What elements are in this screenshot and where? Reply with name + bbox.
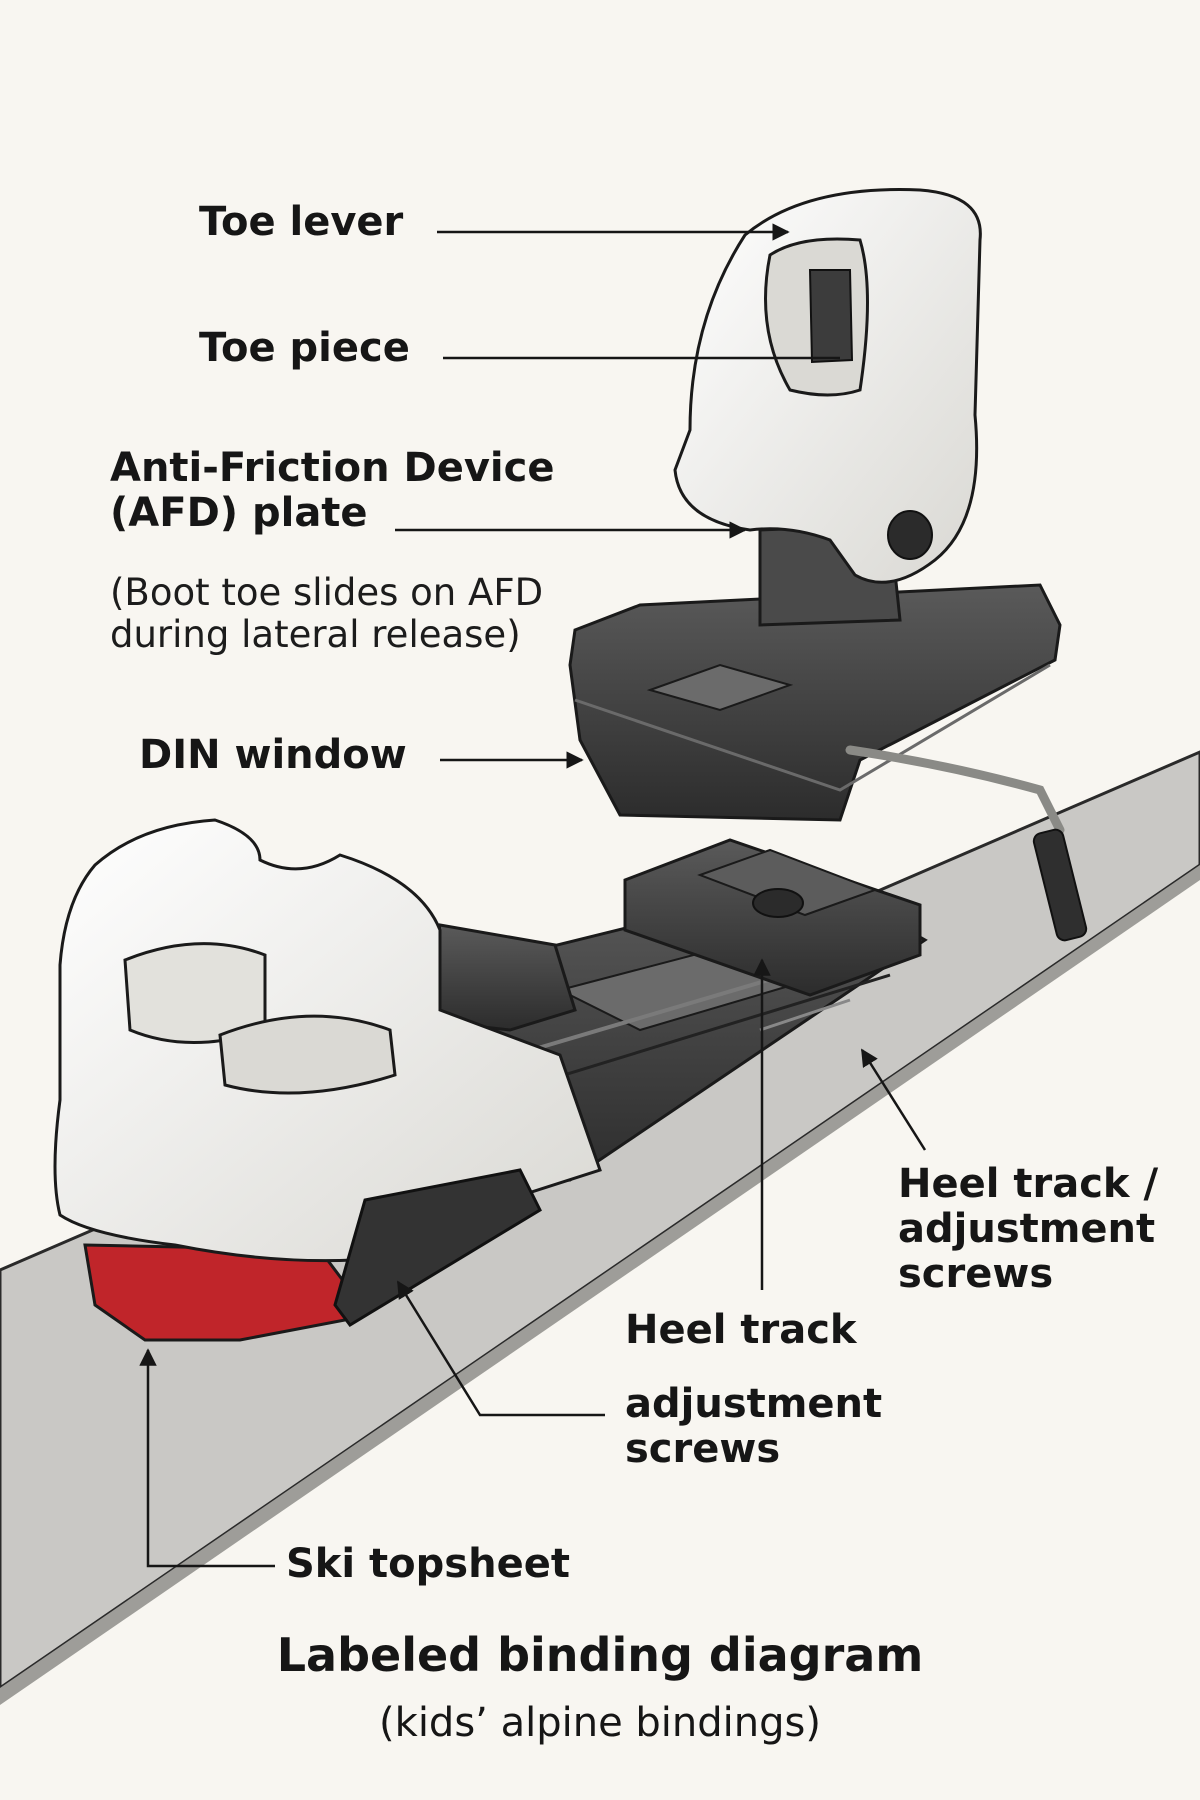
label-afd-note-line1: (Boot toe slides on AFD xyxy=(110,571,544,614)
leader-lines xyxy=(139,223,927,1568)
label-afd-line2: (AFD) plate xyxy=(110,490,368,537)
label-afd-line1: Anti-Friction Device xyxy=(110,445,555,491)
label-adjustment-screws: adjustment screws xyxy=(625,1381,883,1473)
label-toe-piece: Toe piece xyxy=(199,325,410,371)
label-heel-track-adjustment: Heel track / adjustment screws xyxy=(898,1161,1159,1298)
din-window-icon xyxy=(646,663,794,712)
label-afd-note-line2: during lateral release) xyxy=(110,612,521,656)
label-din-window: DIN window xyxy=(139,732,407,778)
label-afd-plate: Anti-Friction Device (AFD) plate xyxy=(110,445,555,537)
caption-subtitle: (kids’ alpine bindings) xyxy=(379,1700,821,1746)
label-adj-line2: screws xyxy=(625,1426,781,1473)
label-heel-right-line2: adjustment xyxy=(898,1206,1156,1253)
label-heel-right-line1: Heel track / xyxy=(898,1161,1159,1207)
label-heel-track: Heel track xyxy=(625,1307,857,1353)
brake-pedal-icon xyxy=(1032,828,1088,942)
heel-adjustment-block xyxy=(623,838,922,997)
label-adj-line1: adjustment xyxy=(625,1381,883,1427)
label-toe-lever: Toe lever xyxy=(199,199,404,245)
label-heel-right-line3: screws xyxy=(898,1251,1054,1298)
caption-title: Labeled binding diagram xyxy=(276,1628,924,1682)
label-ski-topsheet: Ski topsheet xyxy=(286,1541,570,1587)
heel-piece xyxy=(53,818,602,1342)
toe-piece xyxy=(568,188,1088,942)
label-afd-note: (Boot toe slides on AFD during lateral r… xyxy=(110,572,543,656)
adjustment-screw-icon xyxy=(752,888,804,918)
